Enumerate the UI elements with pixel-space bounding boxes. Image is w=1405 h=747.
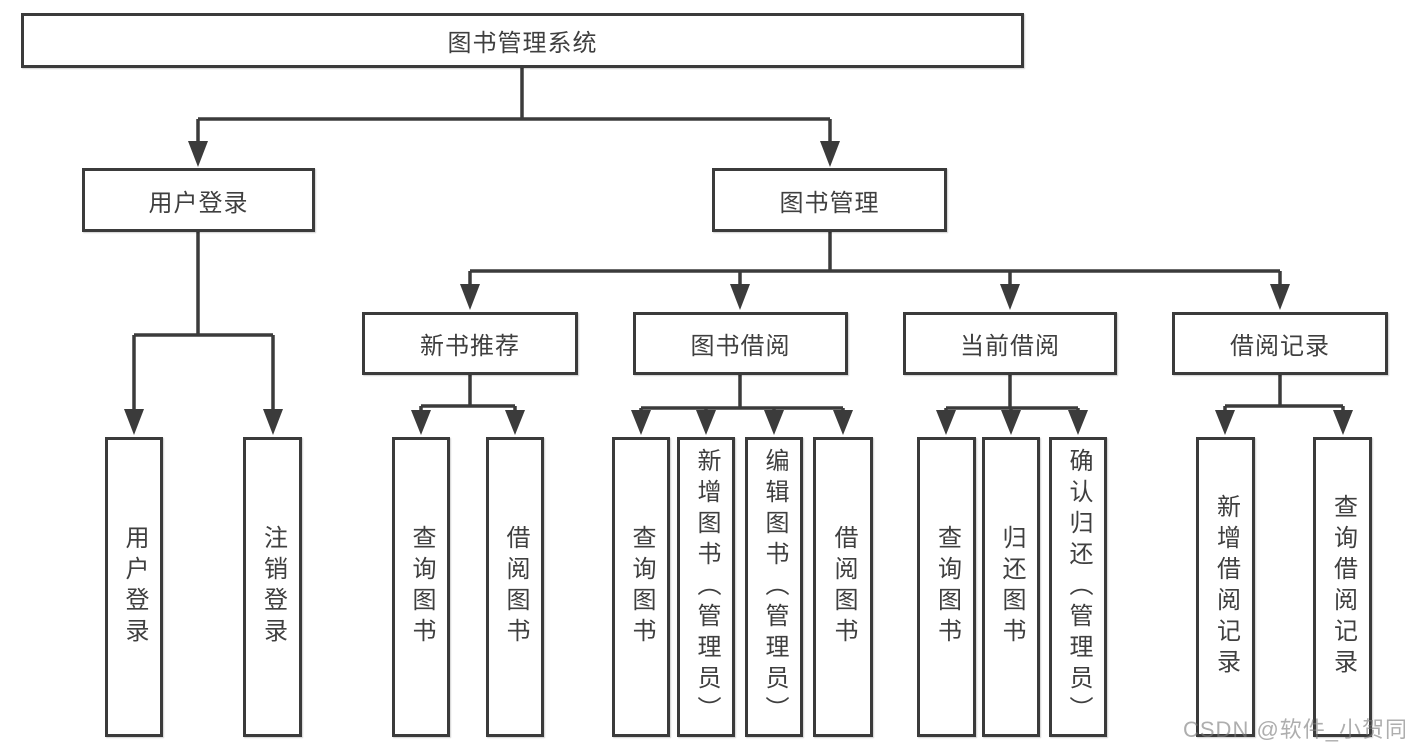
leaf-logout-label: 注销登录 [259, 525, 287, 649]
connector-records-to-leaves [1223, 375, 1345, 412]
connector-current-to-leaves [944, 375, 1080, 413]
node-book-management: 图书管理 [712, 168, 947, 232]
leaf-borrow-books: 借阅图书 [813, 437, 873, 737]
connector-userlogin-to-leaves [132, 232, 275, 412]
leaf-edit-books-admin-label: 编辑图书（管理员） [761, 447, 788, 727]
leaf-borrow-books-label: 借阅图书 [830, 525, 857, 649]
leaf-edit-books-admin: 编辑图书（管理员） [745, 437, 803, 737]
leaf-newbook-borrow-books-label: 借阅图书 [502, 525, 529, 649]
node-book-borrow-label: 图书借阅 [690, 333, 791, 360]
connector-newbook-to-leaves [419, 375, 517, 412]
leaf-borrow-query-books: 查询图书 [612, 437, 670, 737]
node-borrow-records: 借阅记录 [1172, 312, 1388, 375]
leaf-newbook-borrow-books: 借阅图书 [486, 437, 544, 737]
leaf-confirm-return-admin: 确认归还（管理员） [1049, 437, 1107, 737]
node-current-borrow: 当前借阅 [903, 312, 1117, 375]
leaf-query-borrow-record-label: 查询借阅记录 [1329, 494, 1357, 680]
connector-borrow-to-leaves [639, 375, 845, 413]
node-user-login: 用户登录 [82, 168, 315, 232]
leaf-query-borrow-record: 查询借阅记录 [1313, 437, 1372, 737]
leaf-add-books-admin-label: 新增图书（管理员） [693, 447, 720, 727]
leaf-return-books-label: 归还图书 [998, 525, 1025, 649]
node-book-borrow: 图书借阅 [633, 312, 848, 375]
leaf-borrow-query-books-label: 查询图书 [628, 525, 655, 649]
leaf-user-login-label: 用户登录 [121, 525, 148, 649]
node-book-management-label: 图书管理 [779, 189, 880, 217]
leaf-add-borrow-record-label: 新增借阅记录 [1212, 494, 1240, 680]
node-root: 图书管理系统 [21, 13, 1024, 68]
node-new-book-recommend-label: 新书推荐 [420, 333, 520, 360]
leaf-user-login: 用户登录 [105, 437, 163, 737]
leaf-logout: 注销登录 [243, 437, 302, 737]
leaf-current-query-books: 查询图书 [917, 437, 976, 737]
node-new-book-recommend: 新书推荐 [362, 312, 578, 375]
node-borrow-records-label: 借阅记录 [1230, 333, 1330, 360]
leaf-newbook-query-books: 查询图书 [392, 437, 450, 737]
leaf-current-query-books-label: 查询图书 [933, 525, 961, 649]
node-root-label: 图书管理系统 [447, 30, 598, 57]
connector-root-to-level2 [196, 68, 832, 145]
arrowheads [124, 141, 1353, 435]
node-current-borrow-label: 当前借阅 [960, 333, 1060, 360]
leaf-add-borrow-record: 新增借阅记录 [1196, 437, 1255, 737]
leaf-confirm-return-admin-label: 确认归还（管理员） [1065, 447, 1092, 727]
connector-bookmgmt-to-level3 [468, 232, 1282, 286]
leaf-add-books-admin: 新增图书（管理员） [677, 437, 735, 737]
leaf-return-books: 归还图书 [982, 437, 1040, 737]
node-user-login-label: 用户登录 [148, 189, 249, 217]
leaf-newbook-query-books-label: 查询图书 [408, 525, 435, 649]
